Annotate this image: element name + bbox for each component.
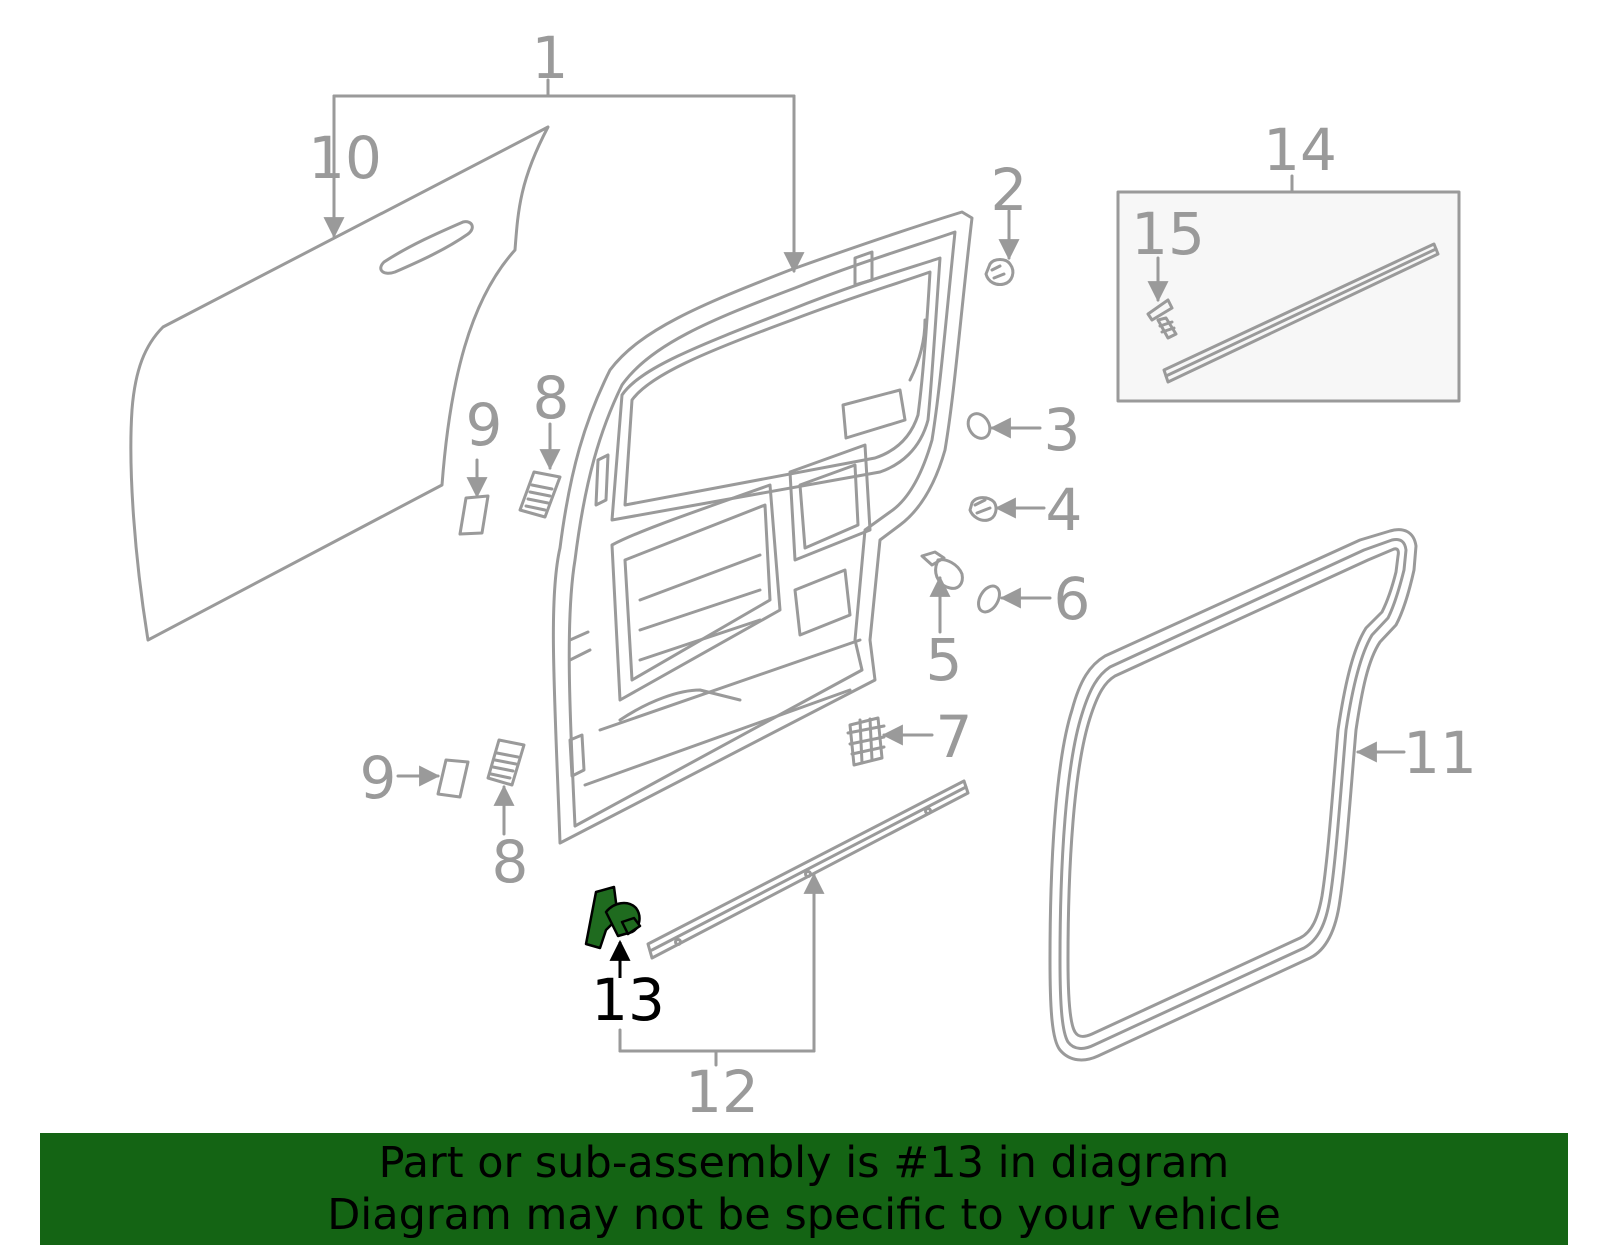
- callout-5: 5: [926, 626, 963, 694]
- callout-9-upper: 9: [466, 391, 503, 459]
- grommet-4: [968, 496, 998, 522]
- callout-15: 15: [1131, 200, 1205, 268]
- door-inner-frame: [551, 210, 974, 845]
- callout-labels: 1 10 2 14 15 8 9 3 4 6 5 7 11 9 8 13 12: [308, 24, 1477, 1126]
- fastener-7: [846, 716, 886, 767]
- callout-2: 2: [991, 156, 1028, 224]
- pad-lower: [436, 758, 470, 799]
- callout-14: 14: [1263, 116, 1337, 184]
- info-banner: Part or sub-assembly is #13 in diagram D…: [40, 1133, 1568, 1245]
- callout-1: 1: [532, 24, 569, 92]
- clip-15: [1146, 298, 1178, 340]
- callout-12: 12: [685, 1058, 759, 1126]
- callout-10: 10: [308, 124, 382, 192]
- callout-3: 3: [1044, 396, 1081, 464]
- callout-7: 7: [936, 703, 973, 771]
- callout-9-lower: 9: [360, 744, 397, 812]
- highlighted-part-13: [584, 885, 642, 950]
- bumper-5: [920, 550, 964, 590]
- moulding-strip: [1162, 242, 1440, 384]
- callout-6: 6: [1054, 565, 1091, 633]
- ribbed-pad-upper: [518, 470, 562, 519]
- callout-13: 13: [591, 966, 665, 1034]
- leader-lines: [323, 78, 1406, 1067]
- callout-11: 11: [1403, 719, 1477, 787]
- rocker-strip: [646, 779, 970, 960]
- banner-line-2: Diagram may not be specific to your vehi…: [327, 1190, 1281, 1240]
- plug-3: [966, 412, 992, 440]
- plug-6: [977, 584, 1001, 614]
- ribbed-pad-lower: [486, 738, 526, 787]
- clip-2: [984, 258, 1015, 286]
- pad-upper: [458, 494, 490, 536]
- outer-door-panel: [129, 125, 550, 642]
- callout-8-upper: 8: [533, 364, 570, 432]
- banner-line-1: Part or sub-assembly is #13 in diagram: [378, 1138, 1230, 1188]
- weatherstrip: [1048, 528, 1418, 1062]
- callout-8-lower: 8: [492, 828, 529, 896]
- callout-4: 4: [1046, 476, 1083, 544]
